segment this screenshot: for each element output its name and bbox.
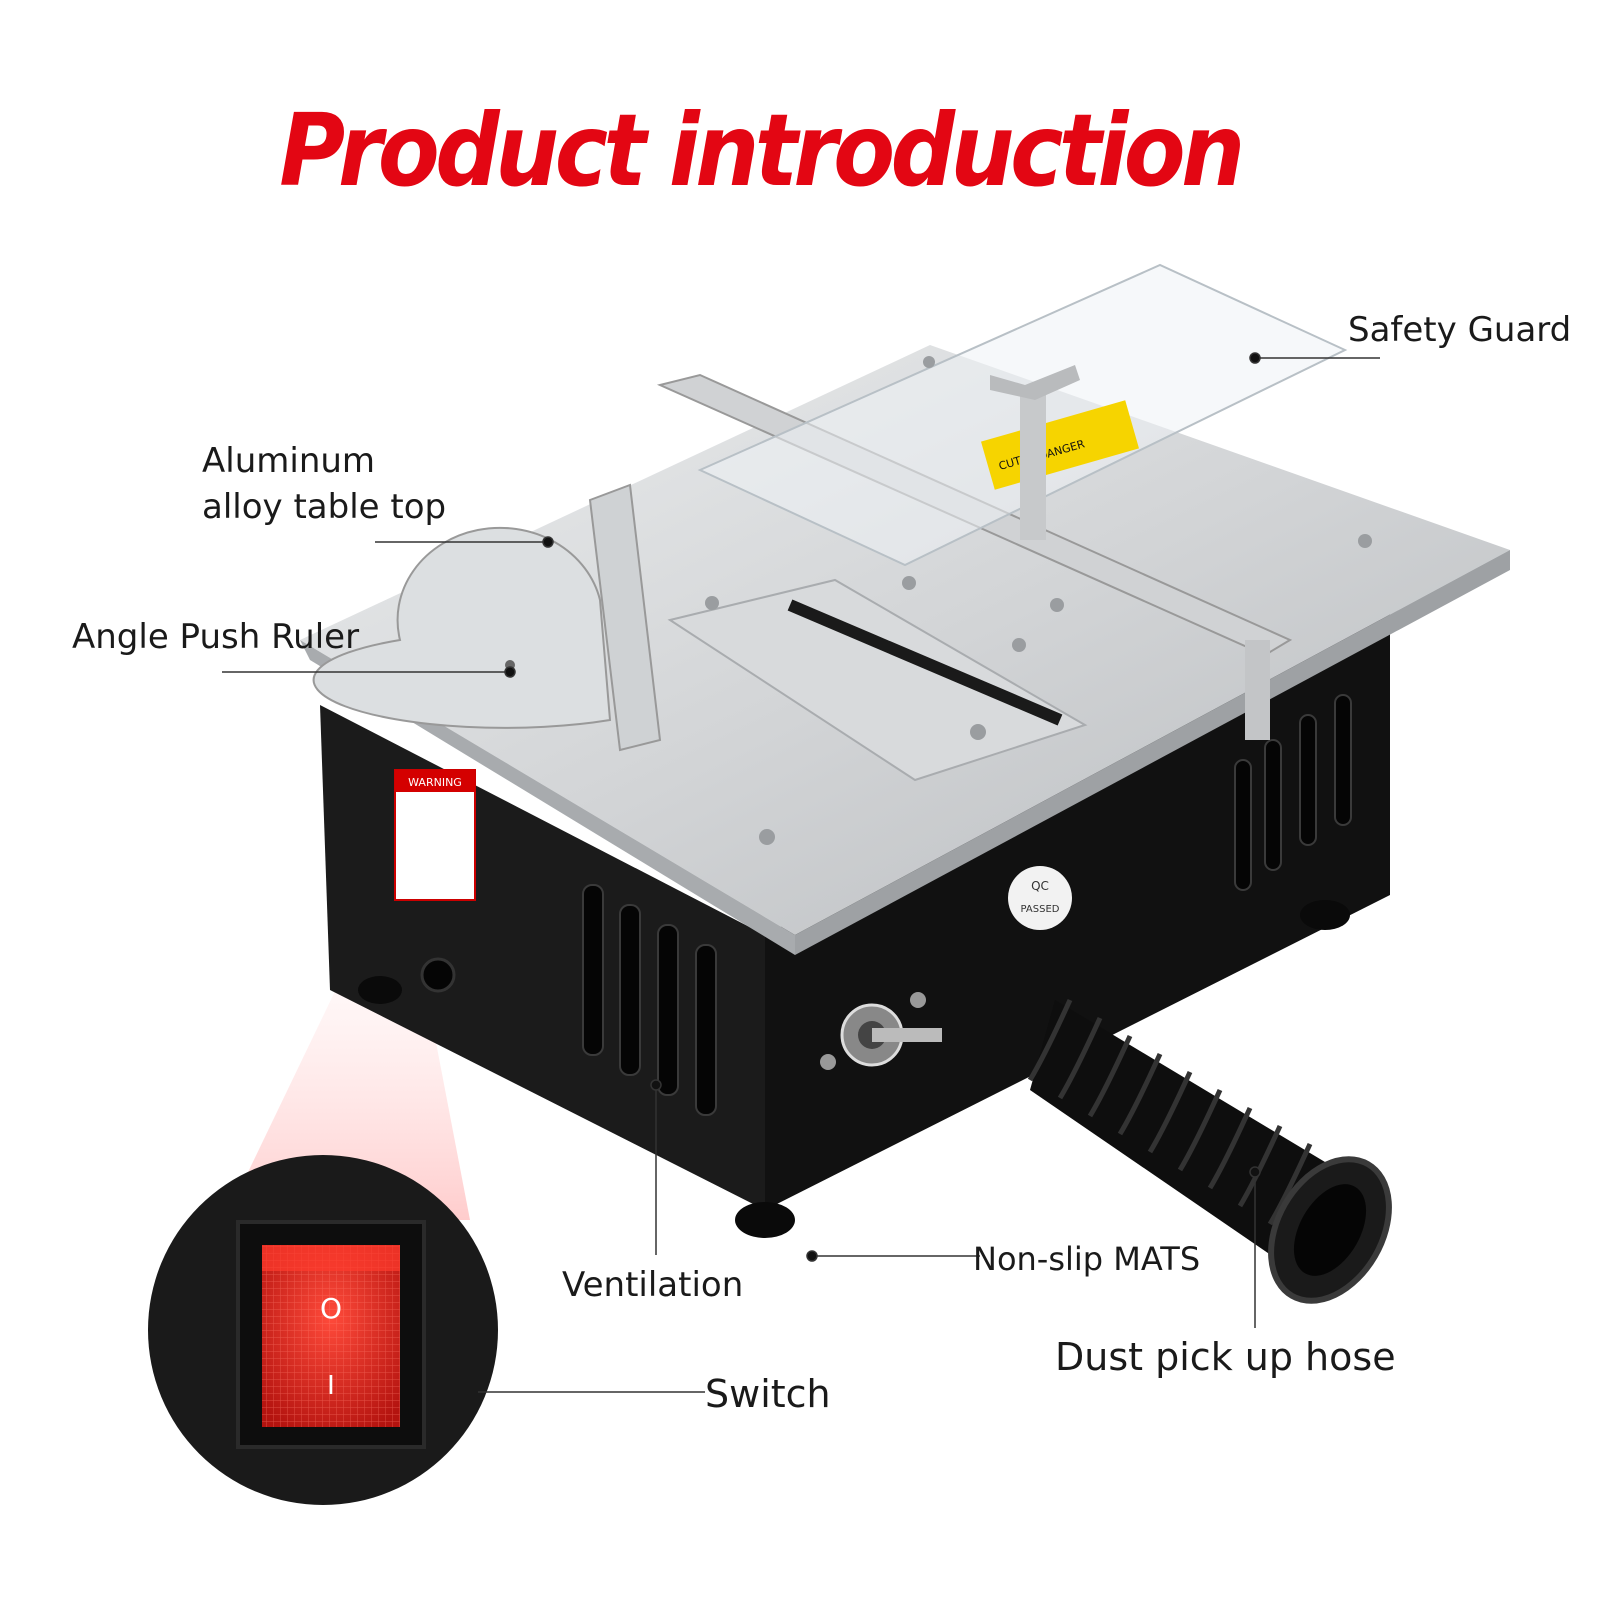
screws <box>705 356 1372 845</box>
table-top-edge-side <box>795 550 1510 955</box>
qc-text: QC <box>1031 879 1049 893</box>
label-safety-guard: Safety Guard <box>1348 310 1572 350</box>
cut-text: CUT <box>997 454 1022 473</box>
dust-hose <box>1027 998 1392 1304</box>
switch-on-symbol: I <box>327 1371 335 1401</box>
callout-lines <box>222 352 1380 1393</box>
switch-off-symbol: O <box>320 1292 342 1325</box>
power-socket <box>420 957 456 993</box>
label-non-slip-mats: Non-slip MATS <box>973 1240 1201 1278</box>
label-switch: Switch <box>705 1372 831 1416</box>
qc-sticker <box>1008 866 1072 930</box>
label-table-top: Aluminum alloy table top <box>202 438 446 530</box>
guard-post <box>1020 390 1046 540</box>
fence-post <box>1245 640 1270 740</box>
qc-passed-text: PASSED <box>1021 904 1060 915</box>
warning-sticker-text: WARNING <box>408 776 462 789</box>
foot <box>358 976 402 1004</box>
label-table-top-line2: alloy table top <box>202 487 447 527</box>
ventilation-slots-side <box>1234 694 1352 891</box>
wing-nut <box>990 365 1080 400</box>
label-dust-hose: Dust pick up hose <box>1055 1335 1396 1379</box>
shaft-assembly <box>820 992 942 1070</box>
foot <box>735 1202 795 1238</box>
foot <box>1300 900 1350 930</box>
ventilation-slots-front <box>582 884 717 1116</box>
machine-body-side <box>765 610 1390 1210</box>
label-table-top-line1: Aluminum <box>202 441 376 481</box>
page-title: Product introduction <box>279 92 1245 209</box>
label-angle-push-ruler: Angle Push Ruler <box>72 617 360 657</box>
label-ventilation: Ventilation <box>562 1265 744 1305</box>
blade-slot <box>787 599 1063 726</box>
